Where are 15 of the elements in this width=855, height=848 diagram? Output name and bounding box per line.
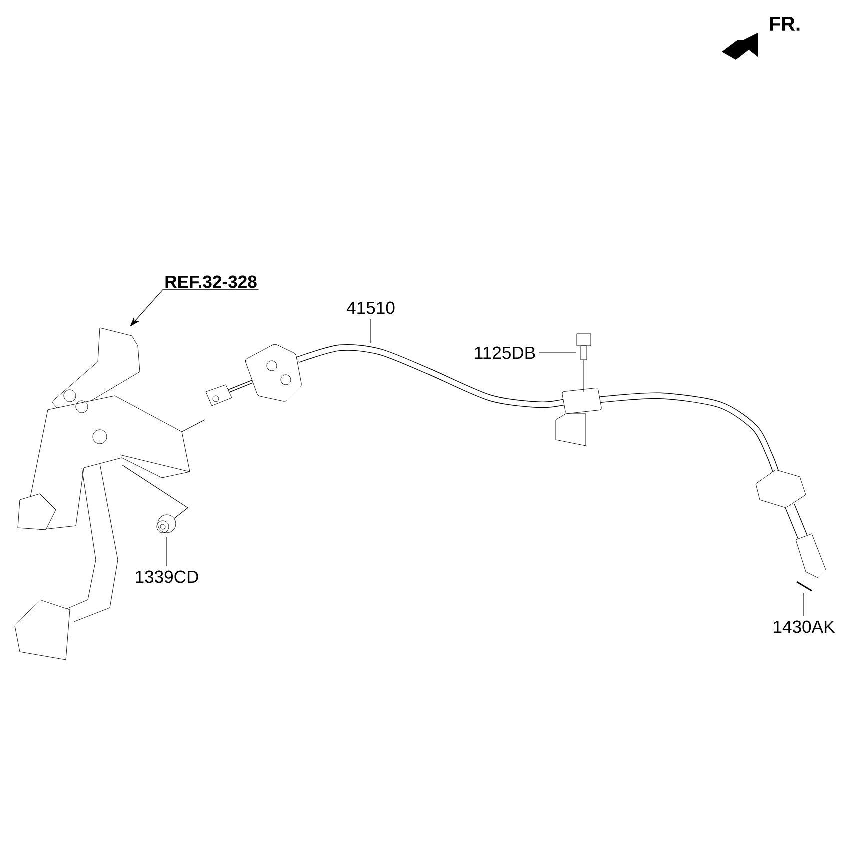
bushing-drawing (156, 514, 176, 534)
part-number: REF.32-328 (166, 276, 257, 288)
pin-drawing (796, 581, 812, 592)
leader-line (122, 464, 188, 520)
leader-line (370, 318, 372, 344)
cable-drawing (206, 344, 826, 578)
part-number: 1430AK (774, 620, 836, 634)
part-number: 1339CD (136, 570, 198, 584)
leader-line (182, 420, 206, 432)
reference-arrow (130, 289, 260, 327)
leader-line (538, 352, 576, 354)
direction-label: FR. (770, 17, 800, 31)
part-number: 41510 (346, 302, 395, 314)
bolt-drawing (576, 334, 592, 392)
leader-line (166, 536, 168, 566)
